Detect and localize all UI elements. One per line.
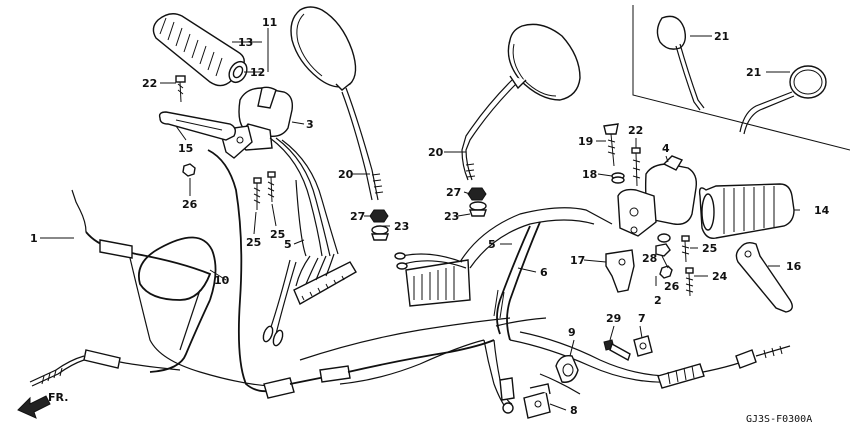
- bolt-22-left: [175, 75, 186, 103]
- label-13: 13: [238, 36, 253, 49]
- nut-26-right: [659, 265, 673, 279]
- label-23-right: 23: [444, 210, 459, 223]
- label-25-left-b: 25: [270, 228, 285, 241]
- clamp-9: [555, 355, 579, 383]
- label-23-left: 23: [394, 220, 409, 233]
- diagram-code: GJ3S-F0300A: [746, 414, 812, 425]
- screw-25-right: [681, 235, 690, 263]
- left-lever: [158, 111, 237, 141]
- label-26-right: 26: [664, 280, 680, 293]
- label-15: 15: [178, 142, 193, 155]
- label-29: 29: [606, 312, 621, 325]
- label-3: 3: [306, 118, 314, 131]
- label-1: 1: [30, 232, 38, 245]
- label-22-right: 22: [628, 124, 643, 137]
- label-8: 8: [570, 404, 578, 417]
- label-10: 10: [214, 274, 230, 287]
- washer-28: [655, 233, 671, 257]
- label-26-left: 26: [182, 198, 198, 211]
- label-25-left-a: 25: [246, 236, 261, 249]
- label-21-b: 21: [746, 66, 761, 79]
- bracket-17: [605, 249, 635, 293]
- right-lever: [735, 241, 793, 313]
- spring-18: [611, 172, 625, 184]
- front-direction-arrow: FR.: [17, 391, 68, 419]
- screw-25-left-a: [253, 177, 262, 210]
- right-mirror-nuts: [467, 187, 487, 217]
- right-mirror: [461, 23, 581, 181]
- label-28: 28: [642, 252, 657, 265]
- screw-19: [603, 123, 619, 167]
- nut-26-left: [182, 163, 196, 177]
- throttle-cables: [29, 189, 271, 387]
- label-18: 18: [582, 168, 597, 181]
- bolt-22-right: [631, 147, 641, 187]
- bolt-29: [603, 339, 631, 362]
- inset-mirror-a: [656, 15, 705, 111]
- label-7: 7: [638, 312, 646, 325]
- label-25-right: 25: [702, 242, 717, 255]
- label-19: 19: [578, 135, 593, 148]
- label-14: 14: [814, 204, 830, 217]
- inset-mirror-b: [739, 65, 827, 135]
- label-12: 12: [250, 66, 265, 79]
- label-27-right: 27: [446, 186, 461, 199]
- left-wire-harness: [262, 137, 357, 347]
- label-22-left: 22: [142, 77, 157, 90]
- label-6: 6: [540, 266, 548, 279]
- inset-frame: [632, 5, 850, 151]
- screw-24: [685, 267, 694, 297]
- label-17: 17: [570, 254, 585, 267]
- label-20-right: 20: [428, 146, 444, 159]
- left-mirror-nuts: [369, 209, 389, 241]
- part-labels: 1 2 3 4 5 5 6 7 8 9 10 11 12 13 14 15 16…: [30, 16, 830, 417]
- clamp-7: [633, 335, 653, 357]
- right-wire-harness: [394, 252, 471, 307]
- label-16: 16: [786, 260, 802, 273]
- right-switch-housing: [617, 155, 698, 237]
- label-20-left: 20: [338, 168, 354, 181]
- direction-label: FR.: [48, 391, 68, 404]
- center-cables: [207, 149, 515, 414]
- right-grip: [698, 183, 795, 239]
- label-2: 2: [654, 294, 662, 307]
- label-27-left: 27: [350, 210, 365, 223]
- right-cables: [459, 207, 791, 395]
- label-11: 11: [262, 16, 277, 29]
- screw-25-left-b: [267, 171, 276, 203]
- left-mirror: [290, 6, 384, 201]
- leader-lines: [40, 28, 800, 411]
- label-5-right: 5: [488, 238, 496, 251]
- label-24: 24: [712, 270, 728, 283]
- clamp-8: [523, 383, 551, 419]
- label-4: 4: [662, 142, 670, 155]
- left-grip: [152, 13, 248, 87]
- label-9: 9: [568, 326, 576, 339]
- label-21-a: 21: [714, 30, 729, 43]
- label-5-left: 5: [284, 238, 292, 251]
